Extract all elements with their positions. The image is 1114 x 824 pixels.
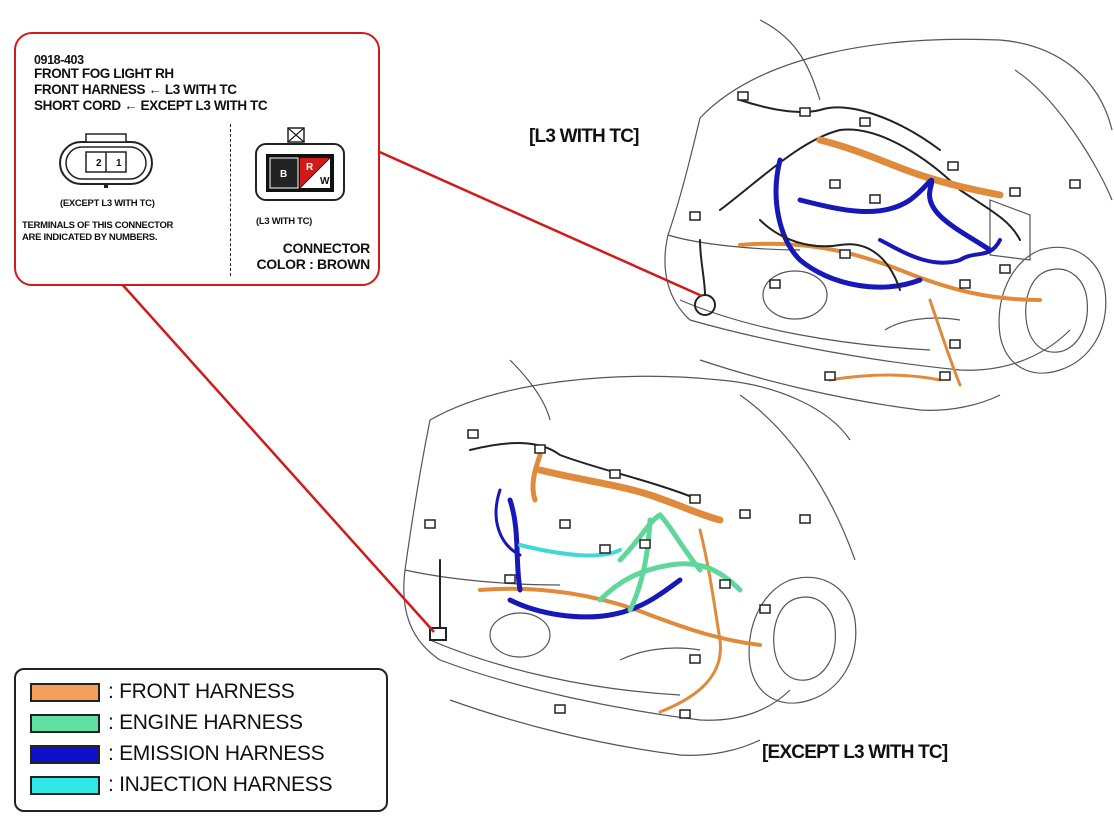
connector-code: 0918-403 <box>34 53 84 67</box>
legend-label-emission: : EMISSION HARNESS <box>108 742 325 765</box>
callout-divider <box>230 124 231 276</box>
short-cord-note: SHORT CORD ← EXCEPT L3 WITH TC <box>34 98 268 113</box>
pin-1-label: 1 <box>116 158 122 169</box>
legend-label-injection: : INJECTION HARNESS <box>108 773 333 796</box>
legend-item-front: : FRONT HARNESS <box>30 678 295 706</box>
variant-label-except-l3-with-tc: [EXCEPT L3 WITH TC] <box>762 742 948 763</box>
leader-line-bottom <box>119 281 435 633</box>
car-bottom-outline <box>403 359 857 756</box>
car-top-outline <box>664 19 1113 411</box>
harness-legend: : FRONT HARNESS : ENGINE HARNESS : EMISS… <box>14 668 388 812</box>
legend-swatch-injection <box>30 775 100 795</box>
pin-b-label: B <box>280 169 288 180</box>
car-top-connectors <box>689 91 1081 381</box>
connector-callout: 0918-403 FRONT FOG LIGHT RH FRONT HARNES… <box>14 32 380 286</box>
terminal-note-line2: ARE INDICATED BY NUMBERS. <box>22 232 158 243</box>
legend-label-engine: : ENGINE HARNESS <box>108 711 303 734</box>
left-connector-caption: (EXCEPT L3 WITH TC) <box>60 198 155 209</box>
legend-label-front: : FRONT HARNESS <box>108 680 295 703</box>
leader-line-top <box>374 148 703 298</box>
three-pin-connector-drawing <box>255 127 345 201</box>
front-harness-note: FRONT HARNESS ← L3 WITH TC <box>34 82 237 97</box>
legend-item-injection: : INJECTION HARNESS <box>30 771 332 799</box>
pin-r-label: R <box>306 162 314 173</box>
legend-item-engine: : ENGINE HARNESS <box>30 709 303 737</box>
car-bottom-connectors <box>424 429 811 719</box>
pin-w-label: W <box>320 176 330 187</box>
car-top-harness <box>694 99 1042 387</box>
right-connector-caption: (L3 WITH TC) <box>256 216 313 227</box>
legend-swatch-engine <box>30 713 100 733</box>
connector-color-value: COLOR : BROWN <box>256 256 370 272</box>
legend-item-emission: : EMISSION HARNESS <box>30 740 325 768</box>
variant-label-l3-with-tc: [L3 WITH TC] <box>529 126 639 147</box>
connector-color-label: CONNECTOR <box>282 240 371 256</box>
legend-swatch-front <box>30 682 100 702</box>
car-bottom-harness <box>429 442 762 714</box>
legend-swatch-emission <box>30 744 100 764</box>
two-pin-connector-drawing <box>59 133 153 188</box>
connector-name: FRONT FOG LIGHT RH <box>34 66 174 81</box>
terminal-note-line1: TERMINALS OF THIS CONNECTOR <box>22 220 174 231</box>
pin-2-label: 2 <box>96 158 102 169</box>
